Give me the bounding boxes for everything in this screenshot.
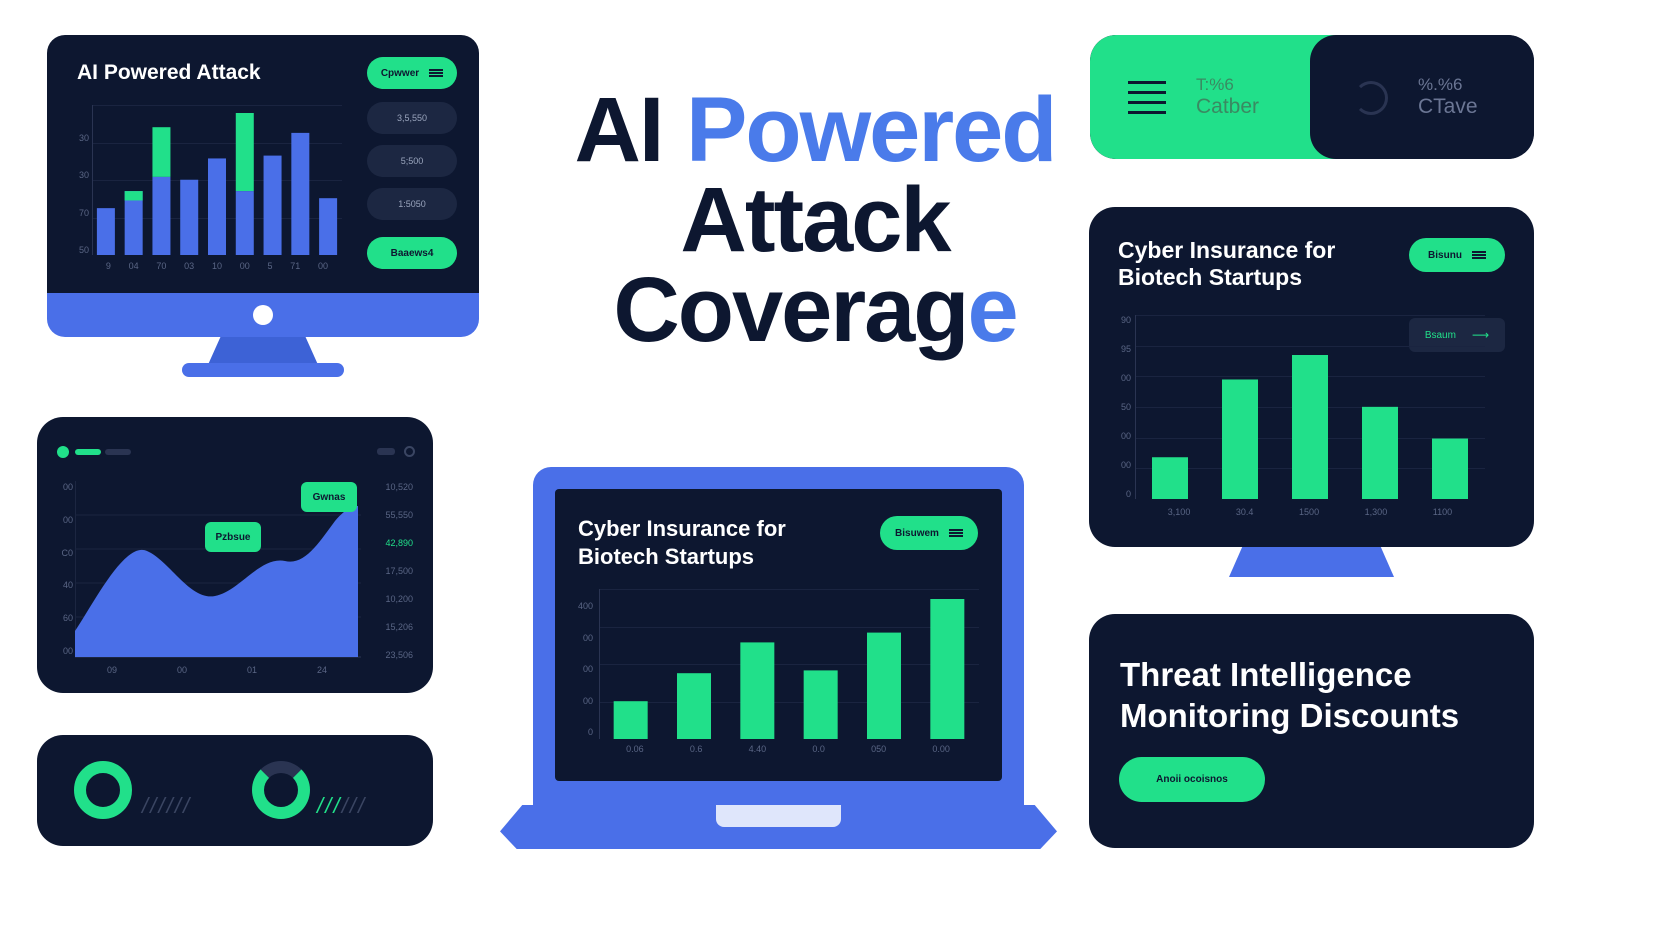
toggle-right-segment[interactable]: %.%6 CTave	[1310, 35, 1534, 159]
monitor-left-side-item[interactable]: 5;500	[367, 145, 457, 177]
bar	[1362, 406, 1398, 499]
slash-pattern: / / / / / /	[317, 793, 364, 818]
headline: AI Powered Attack Coverage	[545, 79, 1085, 361]
monitor-left-y-ticks: 30 30 70 50	[78, 132, 89, 256]
monitor-right-bar-chart	[1135, 315, 1485, 499]
monitor-left-footer-pill[interactable]: Baaews4	[367, 237, 457, 269]
monitor-left-screen: AI Powered Attack Cpwwer 3,5,550 5;500 1…	[47, 35, 479, 295]
monitor-right-stand	[1229, 547, 1394, 577]
settings-icon[interactable]	[404, 446, 415, 457]
bar-highlight	[152, 127, 171, 177]
monitor-left-header-pill[interactable]: Cpwwer	[367, 57, 457, 89]
ring-icon	[74, 761, 132, 819]
toggle-card[interactable]: T:%6 Catber %.%6 CTave	[1090, 35, 1534, 159]
bar	[263, 155, 282, 255]
monitor-right-x-ticks: 3,100 30.4 1500 1,300 1100	[1167, 507, 1453, 517]
bar	[677, 673, 711, 739]
area-peak-label-1: Pzbsue	[205, 522, 261, 552]
status-dot	[57, 446, 69, 458]
headline-line-2: Attack	[680, 169, 951, 271]
bar	[180, 179, 199, 255]
bar	[930, 599, 965, 739]
laptop-title: Cyber Insurance for Biotech Startups	[578, 516, 786, 569]
monitor-right-header-pill[interactable]: Bisunu	[1409, 238, 1505, 272]
monitor-left-side-item[interactable]: 1:5050	[367, 188, 457, 220]
area-chart-panel: 00 00 C0 40 60 00 Pzbsue Gwnas 10,520 55…	[37, 417, 433, 693]
laptop-header-pill[interactable]: Bisuwem	[880, 516, 978, 550]
monitor-left-bezel	[47, 293, 479, 337]
menu-icon	[1128, 81, 1166, 114]
monitor-left-bar-chart	[92, 105, 342, 255]
area-y-ticks: 00 00 C0 40 60 00	[61, 482, 73, 656]
monitor-left-title: AI Powered Attack	[77, 61, 261, 84]
bar	[208, 158, 226, 255]
threat-cta-button[interactable]: Anoii ocoisnos	[1119, 757, 1265, 802]
bar	[96, 208, 115, 255]
status-bar	[75, 449, 101, 455]
toggle-right-line-1: %.%6	[1418, 75, 1463, 94]
bar	[803, 670, 838, 739]
area-right-ticks: 10,520 55,550 42,890 17,500 10,200 15,20…	[385, 482, 413, 660]
laptop-bar-chart	[599, 589, 979, 739]
laptop-x-ticks: 0.06 0.6 4.40 0.0 050 0.00	[626, 744, 950, 754]
donut-gauge-icon	[252, 761, 310, 819]
bar	[152, 176, 171, 255]
bar	[1292, 355, 1328, 499]
bar	[1432, 438, 1468, 499]
area-x-ticks: 09 00 01 24	[106, 665, 327, 675]
bar	[740, 642, 775, 739]
laptop-trackpad-notch	[716, 805, 841, 827]
monitor-left-side-item[interactable]: 3,5,550	[367, 102, 457, 134]
menu-icon	[1471, 251, 1486, 259]
monitor-left: AI Powered Attack Cpwwer 3,5,550 5;500 1…	[47, 35, 479, 380]
monitor-left-x-ticks: 9 04 70 03 10 00 5 71 00	[105, 261, 329, 271]
bar	[613, 701, 648, 739]
area-peak-label-2: Gwnas	[301, 482, 357, 512]
laptop-lid: Cyber Insurance for Biotech Startups Bis…	[533, 467, 1024, 805]
fingerprint-icon	[1354, 81, 1388, 115]
bar-highlight	[124, 191, 143, 201]
area-series	[75, 506, 358, 657]
toggle-left-segment[interactable]: T:%6 Catber	[1090, 35, 1338, 159]
headline-line-3: Coverage	[613, 259, 1018, 361]
monitor-right-y-ticks: 90 95 00 50 00 00 0	[1120, 315, 1131, 499]
laptop-y-ticks: 400 00 00 00 0	[577, 601, 593, 737]
threat-panel: Threat Intelligence Monitoring Discounts…	[1089, 614, 1534, 848]
monitor-right-title: Cyber Insurance for Biotech Startups	[1118, 237, 1336, 290]
arrow-icon: ⟶	[1471, 328, 1490, 342]
monitor-right: Cyber Insurance for Biotech Startups Bis…	[1089, 207, 1534, 577]
bar	[1222, 379, 1258, 499]
toggle-right-line-2: CTave	[1418, 95, 1478, 118]
monitor-right-screen: Cyber Insurance for Biotech Startups Bis…	[1089, 207, 1534, 547]
laptop-screen: Cyber Insurance for Biotech Startups Bis…	[555, 489, 1002, 781]
rings-panel: / / / / / / / / / / / /	[37, 735, 433, 846]
status-bar-track	[105, 449, 131, 455]
bar-highlight	[235, 113, 254, 192]
bar	[1152, 457, 1188, 499]
menu-icon	[948, 529, 963, 537]
window-controls-icon[interactable]	[377, 448, 395, 455]
monitor-left-stand	[207, 337, 319, 367]
power-button-icon	[253, 305, 273, 325]
bar	[319, 198, 338, 255]
threat-title: Threat Intelligence Monitoring Discounts	[1120, 656, 1460, 734]
area-chart	[75, 481, 361, 658]
monitor-left-base	[182, 363, 344, 377]
bar	[124, 191, 143, 255]
bar	[867, 632, 901, 739]
bar	[235, 191, 254, 255]
laptop: Cyber Insurance for Biotech Startups Bis…	[500, 467, 1057, 851]
bar	[291, 132, 310, 255]
toggle-left-line-1: T:%6	[1196, 75, 1234, 94]
toggle-left-line-2: Catber	[1196, 95, 1260, 118]
menu-icon	[429, 69, 444, 77]
slash-pattern: / / / / / /	[142, 793, 189, 818]
headline-line-1: AI Powered	[574, 79, 1057, 181]
